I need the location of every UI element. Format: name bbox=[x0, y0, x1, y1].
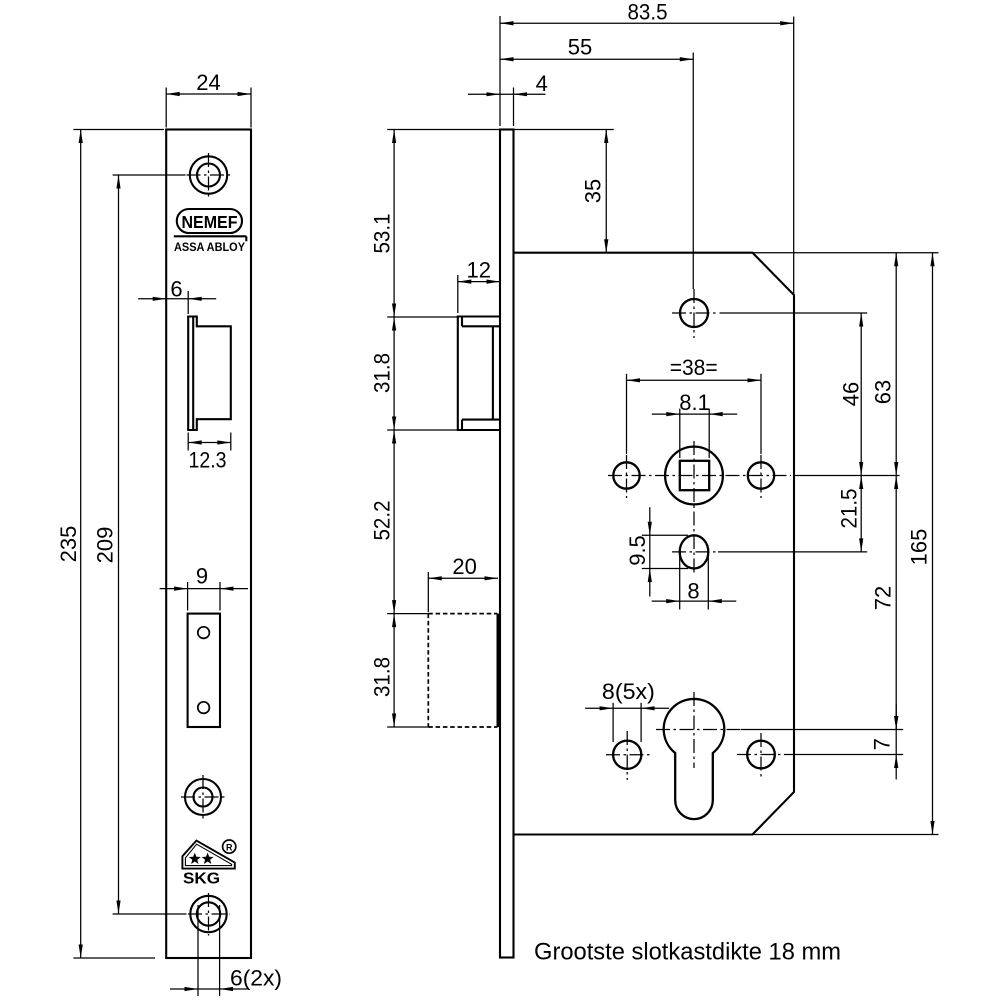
svg-text:35: 35 bbox=[581, 179, 606, 203]
svg-text:46: 46 bbox=[838, 382, 863, 406]
svg-text:165: 165 bbox=[906, 529, 931, 566]
svg-text:=38=: =38= bbox=[670, 355, 718, 380]
svg-text:72: 72 bbox=[871, 586, 896, 610]
svg-text:63: 63 bbox=[871, 380, 896, 404]
svg-text:12.3: 12.3 bbox=[189, 448, 227, 473]
svg-text:21.5: 21.5 bbox=[837, 489, 862, 529]
svg-text:31.8: 31.8 bbox=[370, 657, 395, 697]
svg-text:8: 8 bbox=[687, 579, 699, 604]
svg-text:7: 7 bbox=[869, 738, 894, 750]
svg-text:9.5: 9.5 bbox=[625, 535, 650, 566]
svg-text:4: 4 bbox=[536, 71, 548, 96]
svg-text:209: 209 bbox=[93, 527, 118, 564]
svg-text:53.1: 53.1 bbox=[370, 214, 395, 254]
svg-text:31.8: 31.8 bbox=[370, 353, 395, 393]
svg-text:9: 9 bbox=[196, 564, 208, 589]
svg-text:8(5x): 8(5x) bbox=[602, 679, 655, 704]
svg-text:55: 55 bbox=[568, 35, 592, 60]
svg-text:8.1: 8.1 bbox=[679, 390, 710, 415]
svg-text:ASSA ABLOY: ASSA ABLOY bbox=[174, 242, 245, 254]
svg-text:R: R bbox=[226, 842, 233, 852]
svg-text:NEMEF: NEMEF bbox=[182, 212, 238, 232]
svg-text:SKG: SKG bbox=[183, 870, 220, 887]
svg-text:83.5: 83.5 bbox=[628, 0, 668, 25]
svg-text:52.2: 52.2 bbox=[370, 501, 395, 541]
svg-text:24: 24 bbox=[196, 70, 220, 95]
svg-text:235: 235 bbox=[56, 526, 81, 563]
svg-text:Grootste slotkastdikte 18 mm: Grootste slotkastdikte 18 mm bbox=[534, 939, 841, 966]
svg-text:12: 12 bbox=[467, 258, 491, 283]
svg-text:6(2x): 6(2x) bbox=[230, 966, 282, 991]
svg-text:20: 20 bbox=[452, 554, 476, 579]
svg-text:6: 6 bbox=[170, 277, 182, 302]
